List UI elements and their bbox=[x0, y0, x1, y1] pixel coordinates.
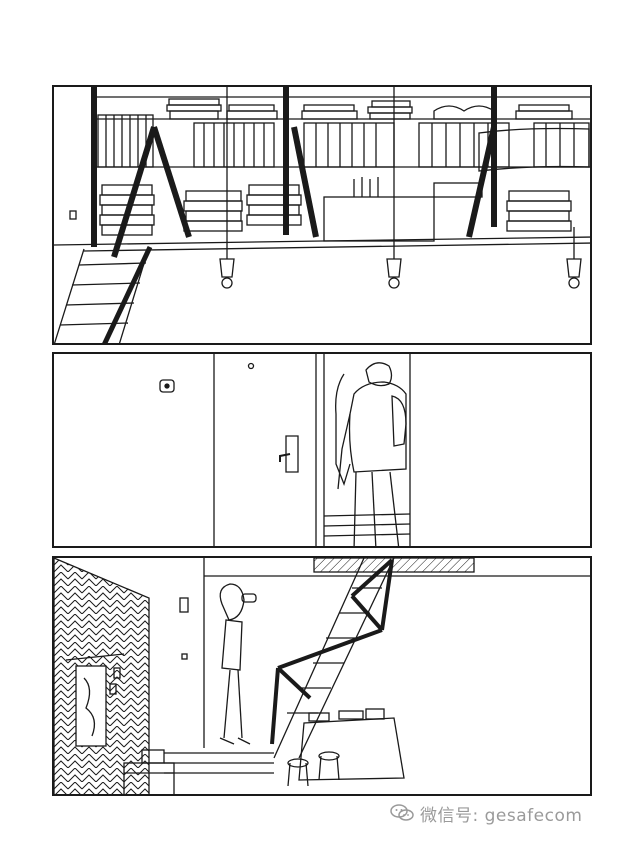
door-handle-plate bbox=[285, 435, 299, 473]
stair-frame bbox=[270, 558, 394, 745]
door-peephole bbox=[247, 362, 255, 370]
book-row-top bbox=[97, 114, 590, 168]
loft-illustration bbox=[54, 87, 590, 343]
stairs-illustration bbox=[54, 558, 590, 794]
book-stacks-top bbox=[166, 98, 573, 120]
doorbell bbox=[159, 379, 175, 393]
watermark: 微信号: gesafecom bbox=[390, 798, 582, 828]
ladder bbox=[54, 245, 153, 343]
side-table bbox=[298, 708, 405, 781]
binoculars bbox=[241, 593, 257, 603]
person-entering bbox=[337, 362, 407, 546]
loft-floor-edge-lower bbox=[83, 242, 590, 252]
ceiling-hatch bbox=[313, 558, 475, 573]
person-with-binoculars bbox=[219, 583, 257, 745]
table-board bbox=[478, 127, 590, 172]
comic-panel-door bbox=[52, 352, 592, 548]
ladder-stairs bbox=[273, 558, 395, 759]
light-switch bbox=[179, 597, 189, 613]
background-person bbox=[335, 373, 351, 486]
door-illustration bbox=[159, 354, 411, 546]
wechat-icon bbox=[390, 804, 414, 821]
platform-steps bbox=[164, 752, 274, 774]
wall-switch bbox=[69, 210, 77, 220]
comic-panel-stairs bbox=[52, 556, 592, 796]
loft-posts bbox=[91, 87, 497, 258]
stools bbox=[287, 751, 340, 787]
hanging-lamps bbox=[219, 87, 582, 289]
wall-poster bbox=[75, 665, 107, 747]
watermark-text: 微信号: gesafecom bbox=[420, 805, 583, 826]
door-handle bbox=[279, 453, 291, 462]
crate bbox=[123, 749, 175, 794]
comic-panel-loft bbox=[52, 85, 592, 345]
